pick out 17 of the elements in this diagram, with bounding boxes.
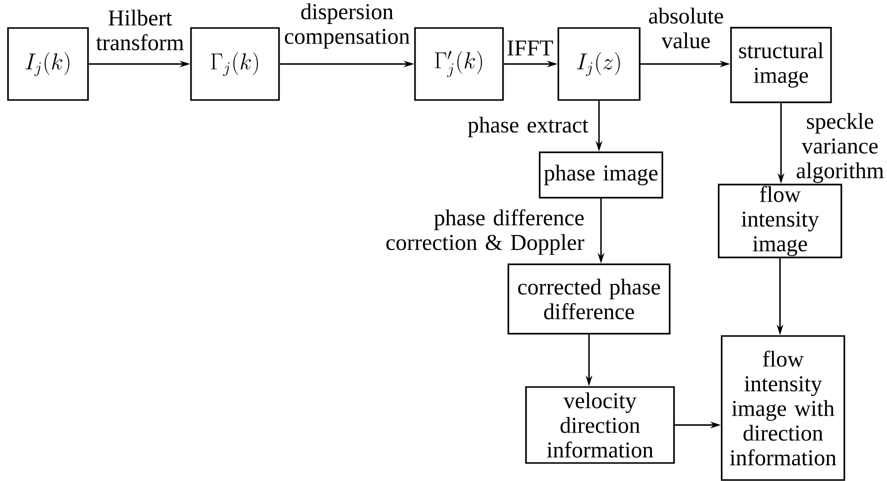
edge-label: phase extract <box>468 116 588 138</box>
process-box: $I_j(z)$ <box>558 27 640 101</box>
process-box: $\Gamma'_j(k)$ <box>414 27 504 101</box>
process-box: corrected phase difference <box>508 264 670 334</box>
edge-label: phase difference correction & Doppler <box>386 209 584 255</box>
process-box: flow intensity image <box>718 184 842 258</box>
edge-label: absolute value <box>649 8 724 48</box>
edge-label: speckle variance algorithm <box>796 113 884 183</box>
process-box: $I_j(k)$ <box>7 27 89 101</box>
edge-label: dispersion compensation <box>284 3 410 49</box>
process-box: phase image <box>538 152 664 198</box>
process-box: structural image <box>730 26 832 104</box>
edge-label: Hilbert transform <box>96 10 184 50</box>
edge-label: IFFT <box>508 40 553 56</box>
process-box: velocity direction information <box>525 386 675 464</box>
process-box: $\Gamma_j(k)$ <box>190 27 280 101</box>
process-box: flow intensity image with direction information <box>720 335 846 481</box>
